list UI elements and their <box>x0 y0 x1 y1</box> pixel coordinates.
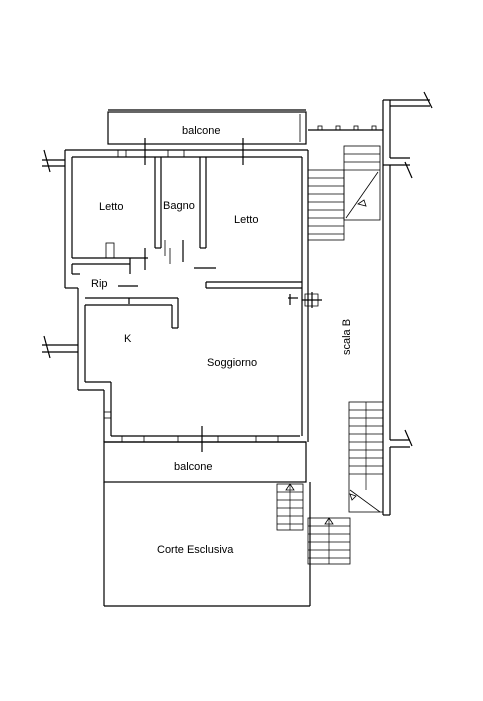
wall-break-marks <box>42 91 433 447</box>
stairwell-b <box>307 99 430 565</box>
balcony-top-label: balcone <box>182 125 221 137</box>
balcony-bottom <box>103 441 307 483</box>
storage-label: Rip <box>91 278 108 290</box>
courtyard-label: Corte Esclusiva <box>157 544 234 556</box>
kitchen-label: K <box>124 333 132 345</box>
exterior-walls <box>64 149 309 443</box>
living-room-label: Soggiorno <box>207 357 257 369</box>
stair-label: scala B <box>341 319 353 355</box>
bedroom-right-label: Letto <box>234 214 258 226</box>
balcony-top <box>107 109 307 145</box>
balcony-bottom-label: balcone <box>174 461 213 473</box>
bathroom-label: Bagno <box>163 200 195 212</box>
courtyard <box>103 482 311 607</box>
bedroom-left-label: Letto <box>99 201 123 213</box>
interior-walls <box>71 138 322 452</box>
